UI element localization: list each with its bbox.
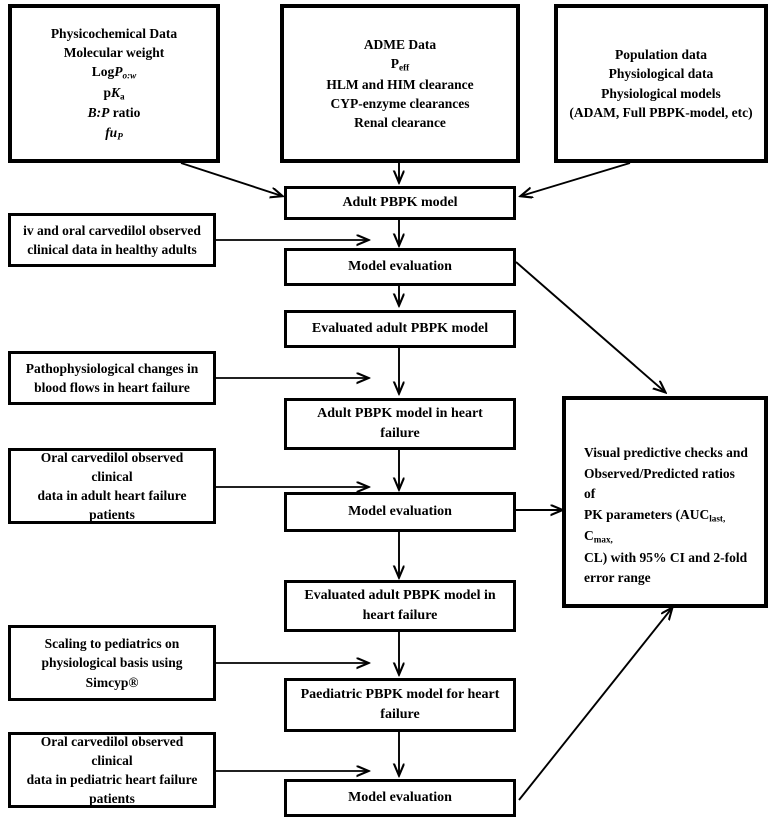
physicochemical-line-0: Physicochemical Data [50,25,178,41]
paediatric-model-line-0: Paediatric PBPK model for heart [300,687,500,703]
physicochemical-line-2: LogPo:w [91,64,137,81]
arrow-physicochemical-to-adult-model [180,162,282,196]
arrow-population-to-adult-model [521,162,631,196]
node-adult-pbpk-model-heart-failure[interactable]: Adult PBPK model in heart failure [284,398,516,450]
node-paediatric-pbpk-model-hf[interactable]: Paediatric PBPK model for heart failure [284,678,516,732]
node-physicochemical-data[interactable]: Physicochemical Data Molecular weight Lo… [8,4,220,163]
adme-line-3: CYP-enzyme clearances [330,95,470,111]
physicochemical-line-4: B:P ratio [87,105,141,121]
population-line-3: (ADAM, Full PBPK-model, etc) [569,104,753,120]
adult-pbpk-model-label: Adult PBPK model [342,195,458,211]
node-evaluated-adult-pbpk-model-hf[interactable]: Evaluated adult PBPK model in heart fail… [284,580,516,632]
population-line-1: Physiological data [608,66,714,82]
arrow-eval1-to-output [515,261,665,392]
physicochemical-line-1: Molecular weight [63,45,165,61]
node-visual-predictive-checks[interactable]: Visual predictive checks and Observed/Pr… [562,396,768,608]
population-line-2: Physiological models [601,85,721,101]
adult-hf-data-line-1: data in adult heart failure [37,488,187,503]
pediatric-hf-data-line-1: data in pediatric heart failure [26,772,198,787]
node-scaling-to-pediatrics[interactable]: Scaling to pediatrics on physiological b… [8,625,216,701]
pediatric-hf-data-line-2: patients [89,791,135,807]
scaling-line-2: Simcyp® [85,674,139,690]
node-pediatric-hf-clinical-data[interactable]: Oral carvedilol observed clinical data i… [8,732,216,808]
output-line-1: Observed/Predicted ratios of [584,465,735,502]
node-adult-hf-clinical-data[interactable]: Oral carvedilol observed clinical data i… [8,448,216,524]
pediatric-hf-data-line-0: Oral carvedilol observed clinical [40,733,184,768]
pathophysiological-line-0: Pathophysiological changes in [25,360,199,376]
healthy-data-line-0: iv and oral carvedilol observed [23,222,201,238]
model-evaluation-1-label: Model evaluation [348,259,452,275]
model-evaluation-3-label: Model evaluation [348,790,452,806]
arrow-eval3-to-output [518,608,672,801]
evaluated-hf-model-line-1: heart failure [362,608,438,623]
adme-line-4: Renal clearance [354,114,446,130]
model-evaluation-2-label: Model evaluation [348,504,452,520]
population-line-0: Population data [615,47,707,63]
output-line-0: Visual predictive checks and [584,445,748,460]
paediatric-model-line-1: failure [380,707,420,722]
output-line-2: PK parameters (AUClast, Cmax, [584,506,726,545]
evaluated-hf-model-line-0: Evaluated adult PBPK model in [304,588,496,604]
adult-hf-data-line-2: patients [89,507,135,523]
output-line-3: CL) with 95% CI and 2-fold [584,549,748,565]
node-model-evaluation-2[interactable]: Model evaluation [284,492,516,532]
node-evaluated-adult-pbpk-model[interactable]: Evaluated adult PBPK model [284,310,516,348]
output-line-4: error range [584,570,651,586]
adme-line-2: HLM and HIM clearance [326,76,474,92]
adme-line-0: ADME Data [363,36,437,52]
pathophysiological-line-1: blood flows in heart failure [34,380,190,395]
node-model-evaluation-1[interactable]: Model evaluation [284,248,516,286]
node-healthy-adult-clinical-data[interactable]: iv and oral carvedilol observed clinical… [8,213,216,267]
adult-hf-model-line-1: failure [380,426,420,441]
physicochemical-line-3: pKa [103,84,125,102]
healthy-data-line-1: clinical data in healthy adults [27,242,197,257]
node-population-data[interactable]: Population data Physiological data Physi… [554,4,768,163]
adult-hf-data-line-0: Oral carvedilol observed clinical [40,449,184,484]
scaling-line-0: Scaling to pediatrics on [44,636,180,652]
node-adult-pbpk-model[interactable]: Adult PBPK model [284,186,516,220]
node-adme-data[interactable]: ADME Data Peff HLM and HIM clearance CYP… [280,4,520,163]
node-model-evaluation-3[interactable]: Model evaluation [284,779,516,817]
scaling-line-1: physiological basis using [41,655,183,671]
physicochemical-line-5: fuP [105,124,123,142]
adult-hf-model-line-0: Adult PBPK model in heart [317,406,483,422]
adme-line-1: Peff [390,56,410,73]
node-pathophysiological-changes[interactable]: Pathophysiological changes in blood flow… [8,351,216,405]
evaluated-adult-pbpk-model-label: Evaluated adult PBPK model [311,321,489,337]
